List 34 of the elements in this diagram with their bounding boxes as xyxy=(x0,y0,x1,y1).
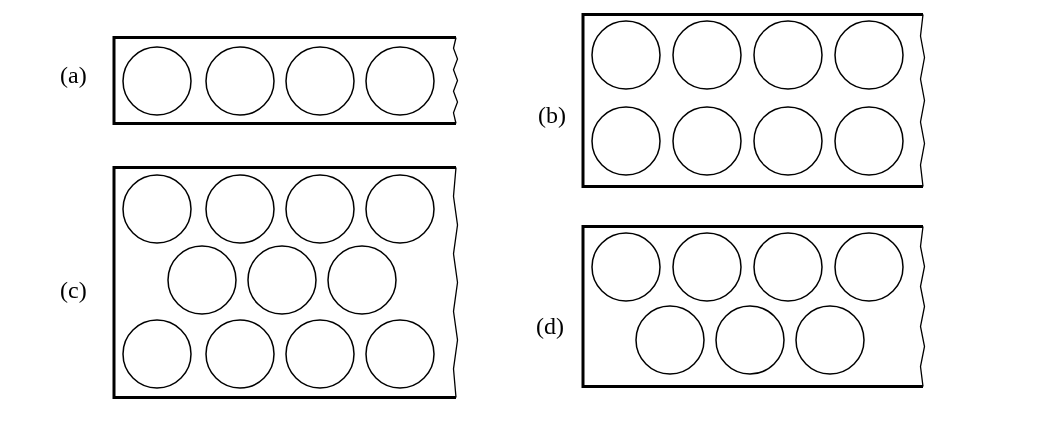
circle xyxy=(753,106,823,176)
circle xyxy=(672,232,742,302)
circle xyxy=(365,174,435,244)
circle xyxy=(285,174,355,244)
circle xyxy=(672,20,742,90)
circle xyxy=(285,319,355,389)
circle xyxy=(122,46,192,116)
circle xyxy=(205,319,275,389)
circle xyxy=(795,305,865,375)
circle xyxy=(715,305,785,375)
circle xyxy=(753,232,823,302)
circle xyxy=(285,46,355,116)
circle xyxy=(327,245,397,315)
circle xyxy=(834,106,904,176)
circle xyxy=(834,20,904,90)
circle xyxy=(365,46,435,116)
circle xyxy=(247,245,317,315)
circle xyxy=(205,46,275,116)
circle xyxy=(753,20,823,90)
circle xyxy=(167,245,237,315)
circle xyxy=(591,20,661,90)
circle xyxy=(122,319,192,389)
circle xyxy=(591,232,661,302)
circle xyxy=(122,174,192,244)
circle xyxy=(591,106,661,176)
circle xyxy=(205,174,275,244)
panel-label: (d) xyxy=(536,312,564,340)
circle xyxy=(672,106,742,176)
circle xyxy=(834,232,904,302)
circle xyxy=(635,305,705,375)
circle xyxy=(365,319,435,389)
panel-label: (b) xyxy=(538,101,566,129)
panel-label: (a) xyxy=(60,61,87,89)
panel-label: (c) xyxy=(60,276,87,304)
